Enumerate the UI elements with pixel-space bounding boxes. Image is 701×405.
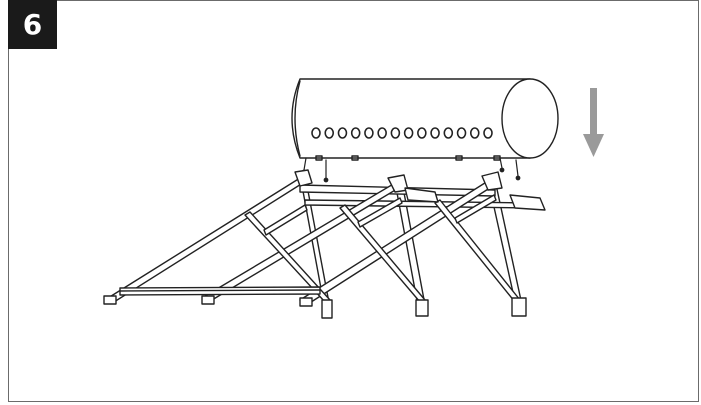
step-number-badge: 6 xyxy=(8,0,57,49)
tank-inlet-holes xyxy=(311,127,493,139)
inlet-hole xyxy=(377,127,387,139)
inlet-hole xyxy=(390,127,401,139)
inlet-hole xyxy=(350,127,361,139)
inlet-hole xyxy=(430,127,440,139)
inlet-hole xyxy=(456,127,467,139)
tank-screws xyxy=(301,157,521,183)
inlet-hole xyxy=(403,127,414,139)
inlet-hole xyxy=(364,127,374,139)
inlet-hole xyxy=(443,127,454,139)
down-arrow-icon xyxy=(583,88,604,157)
inlet-hole xyxy=(417,127,427,139)
inlet-hole xyxy=(324,127,335,139)
inlet-hole xyxy=(483,127,493,139)
mounting-frame xyxy=(103,169,546,319)
inlet-hole xyxy=(337,127,348,139)
inlet-hole xyxy=(469,127,480,139)
water-tank xyxy=(291,78,559,183)
inlet-hole xyxy=(311,127,321,139)
